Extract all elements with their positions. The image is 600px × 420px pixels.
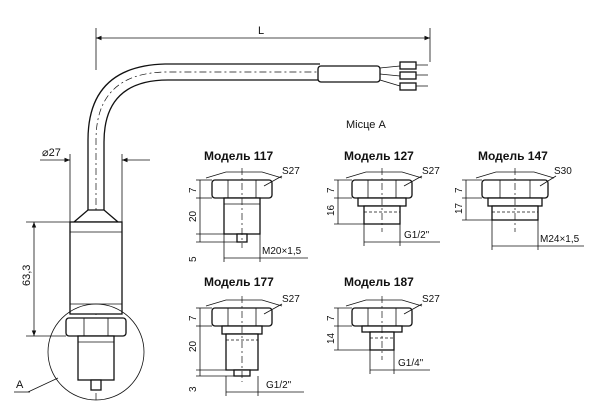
svg-text:G1/2": G1/2" [266,380,292,391]
svg-text:S27: S27 [282,294,300,305]
pressure-port [90,379,102,391]
svg-text:16: 16 [326,204,337,216]
svg-text:S27: S27 [282,166,300,177]
dimension-height-label: 63,3 [21,265,33,286]
model-title: Модель 187 [344,275,414,289]
svg-text:14: 14 [326,332,337,344]
model-187: Модель 187 S27 7 14 G1/4" [326,275,440,374]
svg-text:17: 17 [454,202,465,214]
model-title: Модель 147 [478,149,548,163]
svg-text:S27: S27 [422,166,440,177]
callout-circle [47,303,145,401]
svg-text:7: 7 [326,315,337,321]
dimension-diameter-label: ⌀27 [42,147,61,159]
svg-text:7: 7 [326,187,337,193]
svg-text:5: 5 [188,256,199,262]
svg-text:7: 7 [454,187,465,193]
model-127: Модель 127 S27 7 16 G1/2" [326,149,440,246]
svg-text:3: 3 [188,386,199,392]
svg-text:7: 7 [188,187,199,193]
fitting [77,335,115,381]
model-title: Модель 127 [344,149,414,163]
model-117: Модель 117 S27 7 20 5 M20×1,5 [188,149,308,262]
terminal [399,71,417,80]
svg-text:S30: S30 [554,166,572,177]
cable-sleeve [317,65,381,83]
terminal [399,82,417,91]
svg-text:M20×1,5: M20×1,5 [262,246,302,257]
svg-text:M24×1,5: M24×1,5 [540,234,580,245]
sensor-main-view: A L ⌀27 63,3 [14,25,431,401]
model-title: Модель 177 [204,275,274,289]
dimension-length-label: L [258,25,264,37]
svg-text:G1/2": G1/2" [404,230,430,241]
model-title: Модель 117 [204,149,273,163]
place-a-title: Місце А [346,119,386,131]
svg-text:20: 20 [188,340,199,352]
model-147: Модель 147 S30 7 17 M24×1,5 [454,149,584,250]
hex-nut [65,317,127,337]
svg-text:S27: S27 [422,294,440,305]
svg-text:20: 20 [188,210,199,222]
callout-label: A [16,379,24,391]
svg-text:7: 7 [188,315,199,321]
terminal [399,61,417,70]
model-177: Модель 177 S27 7 20 3 G1/2" [188,275,304,396]
sensor-housing [69,221,123,315]
svg-text:G1/4": G1/4" [398,358,424,369]
